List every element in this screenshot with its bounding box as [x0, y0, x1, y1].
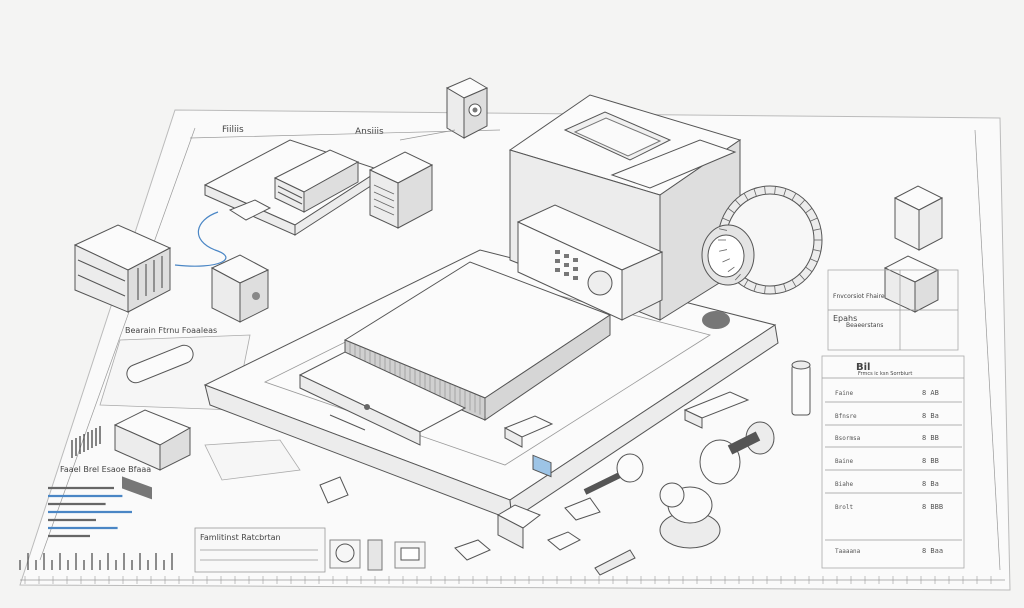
knurl-line: [805, 266, 813, 273]
barcode: [71, 426, 101, 458]
knurl-line: [743, 279, 749, 287]
row-name-5: Brolt: [835, 504, 853, 511]
table-row-1: Bfnsre 8 Ba: [825, 412, 962, 426]
note-panel: [204, 439, 301, 481]
right-notes: [827, 269, 959, 351]
connector-cable: [174, 211, 227, 267]
knurl-line: [783, 188, 787, 197]
stacked-rack: [73, 224, 172, 313]
row-name-3: Baine: [835, 458, 853, 465]
knurl-line: [799, 199, 806, 207]
shaft-part: [583, 453, 644, 495]
knurl-line: [719, 228, 728, 231]
knurl-line: [810, 258, 818, 263]
right-note-2: Epahs: [833, 314, 857, 323]
tray-assembly: [203, 139, 382, 236]
row-name-2: Bsormsa: [835, 435, 861, 442]
lens-assembly: [701, 185, 823, 295]
right-spec-table: [821, 355, 965, 569]
knurl-line: [783, 283, 787, 292]
valve-part: [659, 482, 721, 549]
knurl-line: [719, 249, 728, 252]
control-button: [564, 263, 569, 267]
knurl-line: [727, 266, 735, 273]
knurl-line: [774, 186, 776, 195]
row-name-4: Biahe: [835, 481, 853, 488]
knurl-line: [734, 199, 741, 207]
bottom-bar-ticks: [19, 553, 173, 570]
row-name-1: Bfnsre: [835, 413, 857, 420]
small-module-box: [210, 254, 270, 323]
small-parts: [319, 391, 750, 576]
knurl-line: [774, 285, 776, 294]
knurl-line: [734, 273, 741, 281]
panel-heading: Bearain Ftrnu Foaaleas: [125, 326, 217, 335]
small-camera-cube: [445, 77, 489, 139]
row-value-4: 8 Ba: [922, 480, 939, 488]
right-cube-top: [893, 185, 944, 251]
tablet-device: [298, 351, 467, 446]
main-slab: [343, 261, 612, 421]
table-title: Bil: [856, 362, 870, 373]
control-button: [564, 272, 569, 276]
table-row-5: Brolt 8 BBB: [825, 503, 962, 541]
row-value-5: 8 BBB: [922, 503, 943, 511]
knurl-line: [727, 207, 735, 214]
table-row-2: Bsormsa 8 BB: [825, 434, 962, 448]
chart-title: Famlitinst Ratcbrtan: [200, 533, 281, 542]
right-cube-small: [883, 255, 940, 313]
control-button: [573, 276, 578, 280]
sheet-label-mid: Ansiiis: [355, 127, 384, 137]
control-button: [573, 258, 578, 262]
row-value-6: 8 Baa: [922, 547, 943, 555]
knurl-line: [753, 188, 757, 197]
connector-device: [113, 409, 192, 500]
row-value-3: 8 BB: [922, 457, 939, 465]
control-button: [555, 259, 560, 263]
row-value-1: 8 Ba: [922, 412, 939, 420]
knurl-line: [753, 283, 757, 292]
sheet-label-left: Fiiliis: [222, 125, 244, 135]
knurl-line: [799, 273, 806, 281]
knurl-line: [812, 249, 821, 252]
knurl-line: [722, 258, 730, 263]
row-value-0: 8 AB: [922, 389, 939, 397]
control-button: [555, 268, 560, 272]
control-button: [573, 267, 578, 271]
mini-bar-chart: [48, 486, 132, 538]
knurl-line: [805, 207, 813, 214]
panel-footer: Faael Brel Esaoe Bfaaa: [60, 465, 151, 474]
right-note-3: Beaeerstans: [846, 322, 883, 329]
row-value-2: 8 BB: [922, 434, 939, 442]
row-name-6: Taaaana: [835, 548, 861, 555]
ruler-ticks: [24, 576, 992, 584]
knurl-line: [810, 217, 818, 222]
table-subtitle: Frmcs ic ksn Sorrbiurt: [858, 371, 912, 377]
knurl-line: [764, 186, 766, 195]
control-button: [564, 254, 569, 258]
knurl-line: [743, 193, 749, 201]
table-row-0: Faine 8 AB: [825, 389, 962, 403]
table-row-4: Biahe 8 Ba: [825, 480, 962, 494]
small-icon-tiles: [329, 539, 426, 571]
knurl-line: [764, 285, 766, 294]
dark-port: [702, 311, 730, 329]
coupling-part: [699, 421, 775, 485]
leader-line: [399, 129, 456, 141]
knurl-line: [791, 193, 797, 201]
knurl-line: [722, 217, 730, 222]
table-row-6: Taaaana 8 Baa: [835, 547, 943, 555]
knurl-line: [812, 228, 821, 231]
right-ruler: [974, 129, 1001, 571]
vertical-bolt: [791, 360, 811, 416]
right-note-1: Fnvcorsiot Fhaire: [833, 293, 885, 300]
control-drawer: [516, 204, 664, 478]
server-block: [368, 151, 434, 229]
knurl-line: [791, 279, 797, 287]
table-row-3: Baine 8 BB: [825, 457, 962, 471]
row-name-0: Faine: [835, 390, 853, 397]
control-button: [555, 250, 560, 254]
